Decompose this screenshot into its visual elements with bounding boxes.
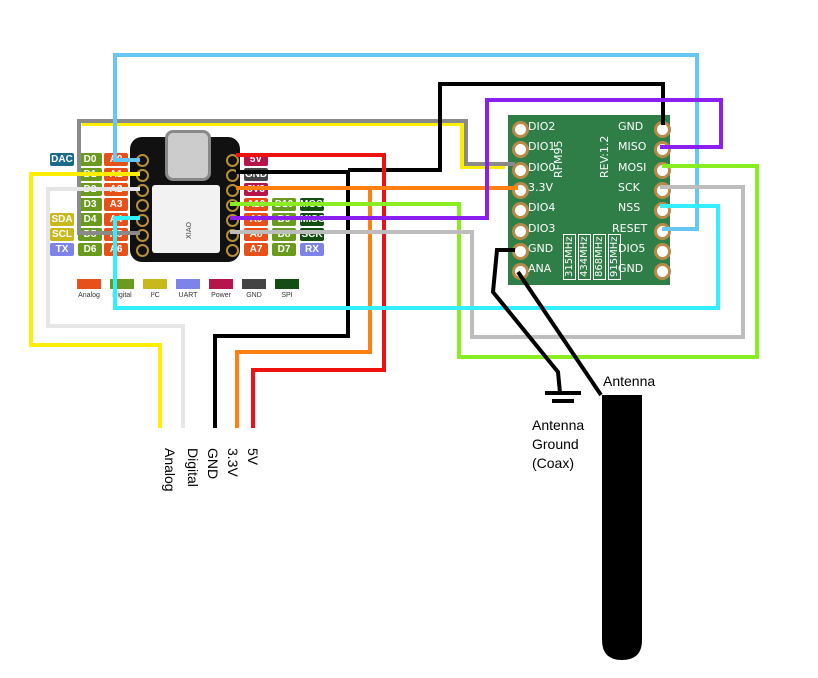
rfm-pin-label: GND: [618, 262, 644, 276]
pin-label-a3: A3: [104, 198, 128, 211]
rfm-pin-label: GND: [618, 120, 644, 133]
legend-label: SPI: [281, 292, 293, 299]
xiao-pin: [226, 169, 239, 182]
pin-label-a7: A7: [244, 243, 268, 256]
xiao-pin: [136, 199, 149, 212]
rfm-pin-label: DIO1: [528, 140, 556, 154]
legend-label: I²C: [150, 292, 160, 299]
legend-swatch: [77, 279, 101, 289]
legend-label: UART: [178, 292, 198, 299]
legend-swatch: [275, 279, 299, 289]
pin-label-d3: D3: [78, 198, 102, 211]
rfm-pin: [512, 141, 529, 159]
output-label-digital: Digital: [185, 448, 201, 487]
rfm-pin-label: 3.3V: [528, 180, 554, 194]
rfm-pin: [654, 263, 671, 281]
legend-label: GND: [246, 292, 262, 299]
rfm-pin-label: DIO2: [528, 120, 556, 133]
output-label-33v: 3.3V: [225, 448, 241, 477]
pin-label-d6: D6: [78, 243, 102, 256]
wire-antenna-ground: [490, 248, 562, 394]
legend-swatch: [209, 279, 233, 289]
rfm-pin-label: MISO: [618, 140, 647, 154]
wire-cyan-nss: [113, 204, 720, 310]
rfm-pin-label: MOSI: [618, 160, 647, 174]
antenna-label: Antenna: [603, 373, 656, 389]
rfm-pin: [512, 222, 529, 240]
output-label-gnd: GND: [205, 448, 221, 480]
xiao-pin: [136, 244, 149, 257]
wire-green-mosi: [230, 164, 759, 359]
pin-label-sda: SDA: [50, 213, 74, 226]
wire-yellow-dio0: [82, 122, 505, 169]
wire-orange-3v3-out: [235, 188, 372, 428]
rfm-pin-label: DIO3: [528, 221, 556, 235]
wire-purple-miso: [230, 98, 723, 220]
pin-label-tx: TX: [50, 243, 74, 256]
xiao-pin: [226, 244, 239, 257]
antenna: [602, 395, 642, 660]
rfm-pin-label: DIO5: [618, 241, 646, 255]
legend-label: Power: [211, 292, 231, 299]
usb-c-connector: [165, 130, 211, 181]
wire-black-gnd: [213, 170, 350, 428]
wire-black-gnd-top: [348, 82, 665, 172]
legend-swatch: [143, 279, 167, 289]
wire-light-gray-sck: [230, 185, 745, 339]
pin-label-rx: RX: [300, 243, 324, 256]
pin-label-d4: D4: [78, 213, 102, 226]
wire-light-blue-reset: [113, 53, 699, 231]
rfm-pin: [512, 202, 529, 220]
wire-gray-dio0: [77, 119, 515, 235]
wire-light-gray-digital: [46, 187, 185, 428]
rfm-pin-label: SCK: [618, 180, 640, 194]
legend-label: Digital: [112, 292, 132, 299]
wire-red-5v: [236, 153, 386, 428]
rfm-pin: [654, 242, 671, 260]
legend-swatch: [242, 279, 266, 289]
xiao-pin: [226, 184, 239, 197]
xiao-pin: [226, 154, 239, 167]
rfm95-module: [508, 115, 670, 285]
shield-can: [152, 185, 220, 253]
pin-label-scl: SCL: [50, 228, 74, 241]
antenna-ground-line-2: Ground: [532, 436, 579, 452]
rfm-pin-label: ANA: [528, 262, 552, 276]
rfm-pin: [512, 161, 529, 179]
wire-yellow-analog: [29, 172, 162, 428]
antenna-ground-label: Antenna Ground (Coax): [532, 416, 584, 473]
rfm-pin-label: DIO4: [528, 201, 556, 215]
legend-swatch: [110, 279, 134, 289]
pin-label-d7: D7: [272, 243, 296, 256]
pin-label-d0: D0: [78, 153, 102, 166]
rfm-pin-label: GND: [528, 241, 554, 255]
rfm-pin-label: NSS: [618, 201, 641, 215]
legend-swatch: [176, 279, 200, 289]
output-label-analog: Analog: [162, 448, 178, 492]
rfm-pin: [512, 121, 529, 138]
pin-label-dac: DAC: [50, 153, 74, 166]
rfm-pin-label: DIO0: [528, 160, 556, 174]
antenna-ground-line-3: (Coax): [532, 455, 575, 471]
output-label-5v: 5V: [245, 448, 261, 466]
wire-antenna-ana: [516, 270, 603, 397]
rfm-pin-label: RESET: [612, 221, 648, 235]
antenna-ground-line-1: Antenna: [532, 417, 585, 433]
legend-label: Analog: [78, 292, 100, 299]
